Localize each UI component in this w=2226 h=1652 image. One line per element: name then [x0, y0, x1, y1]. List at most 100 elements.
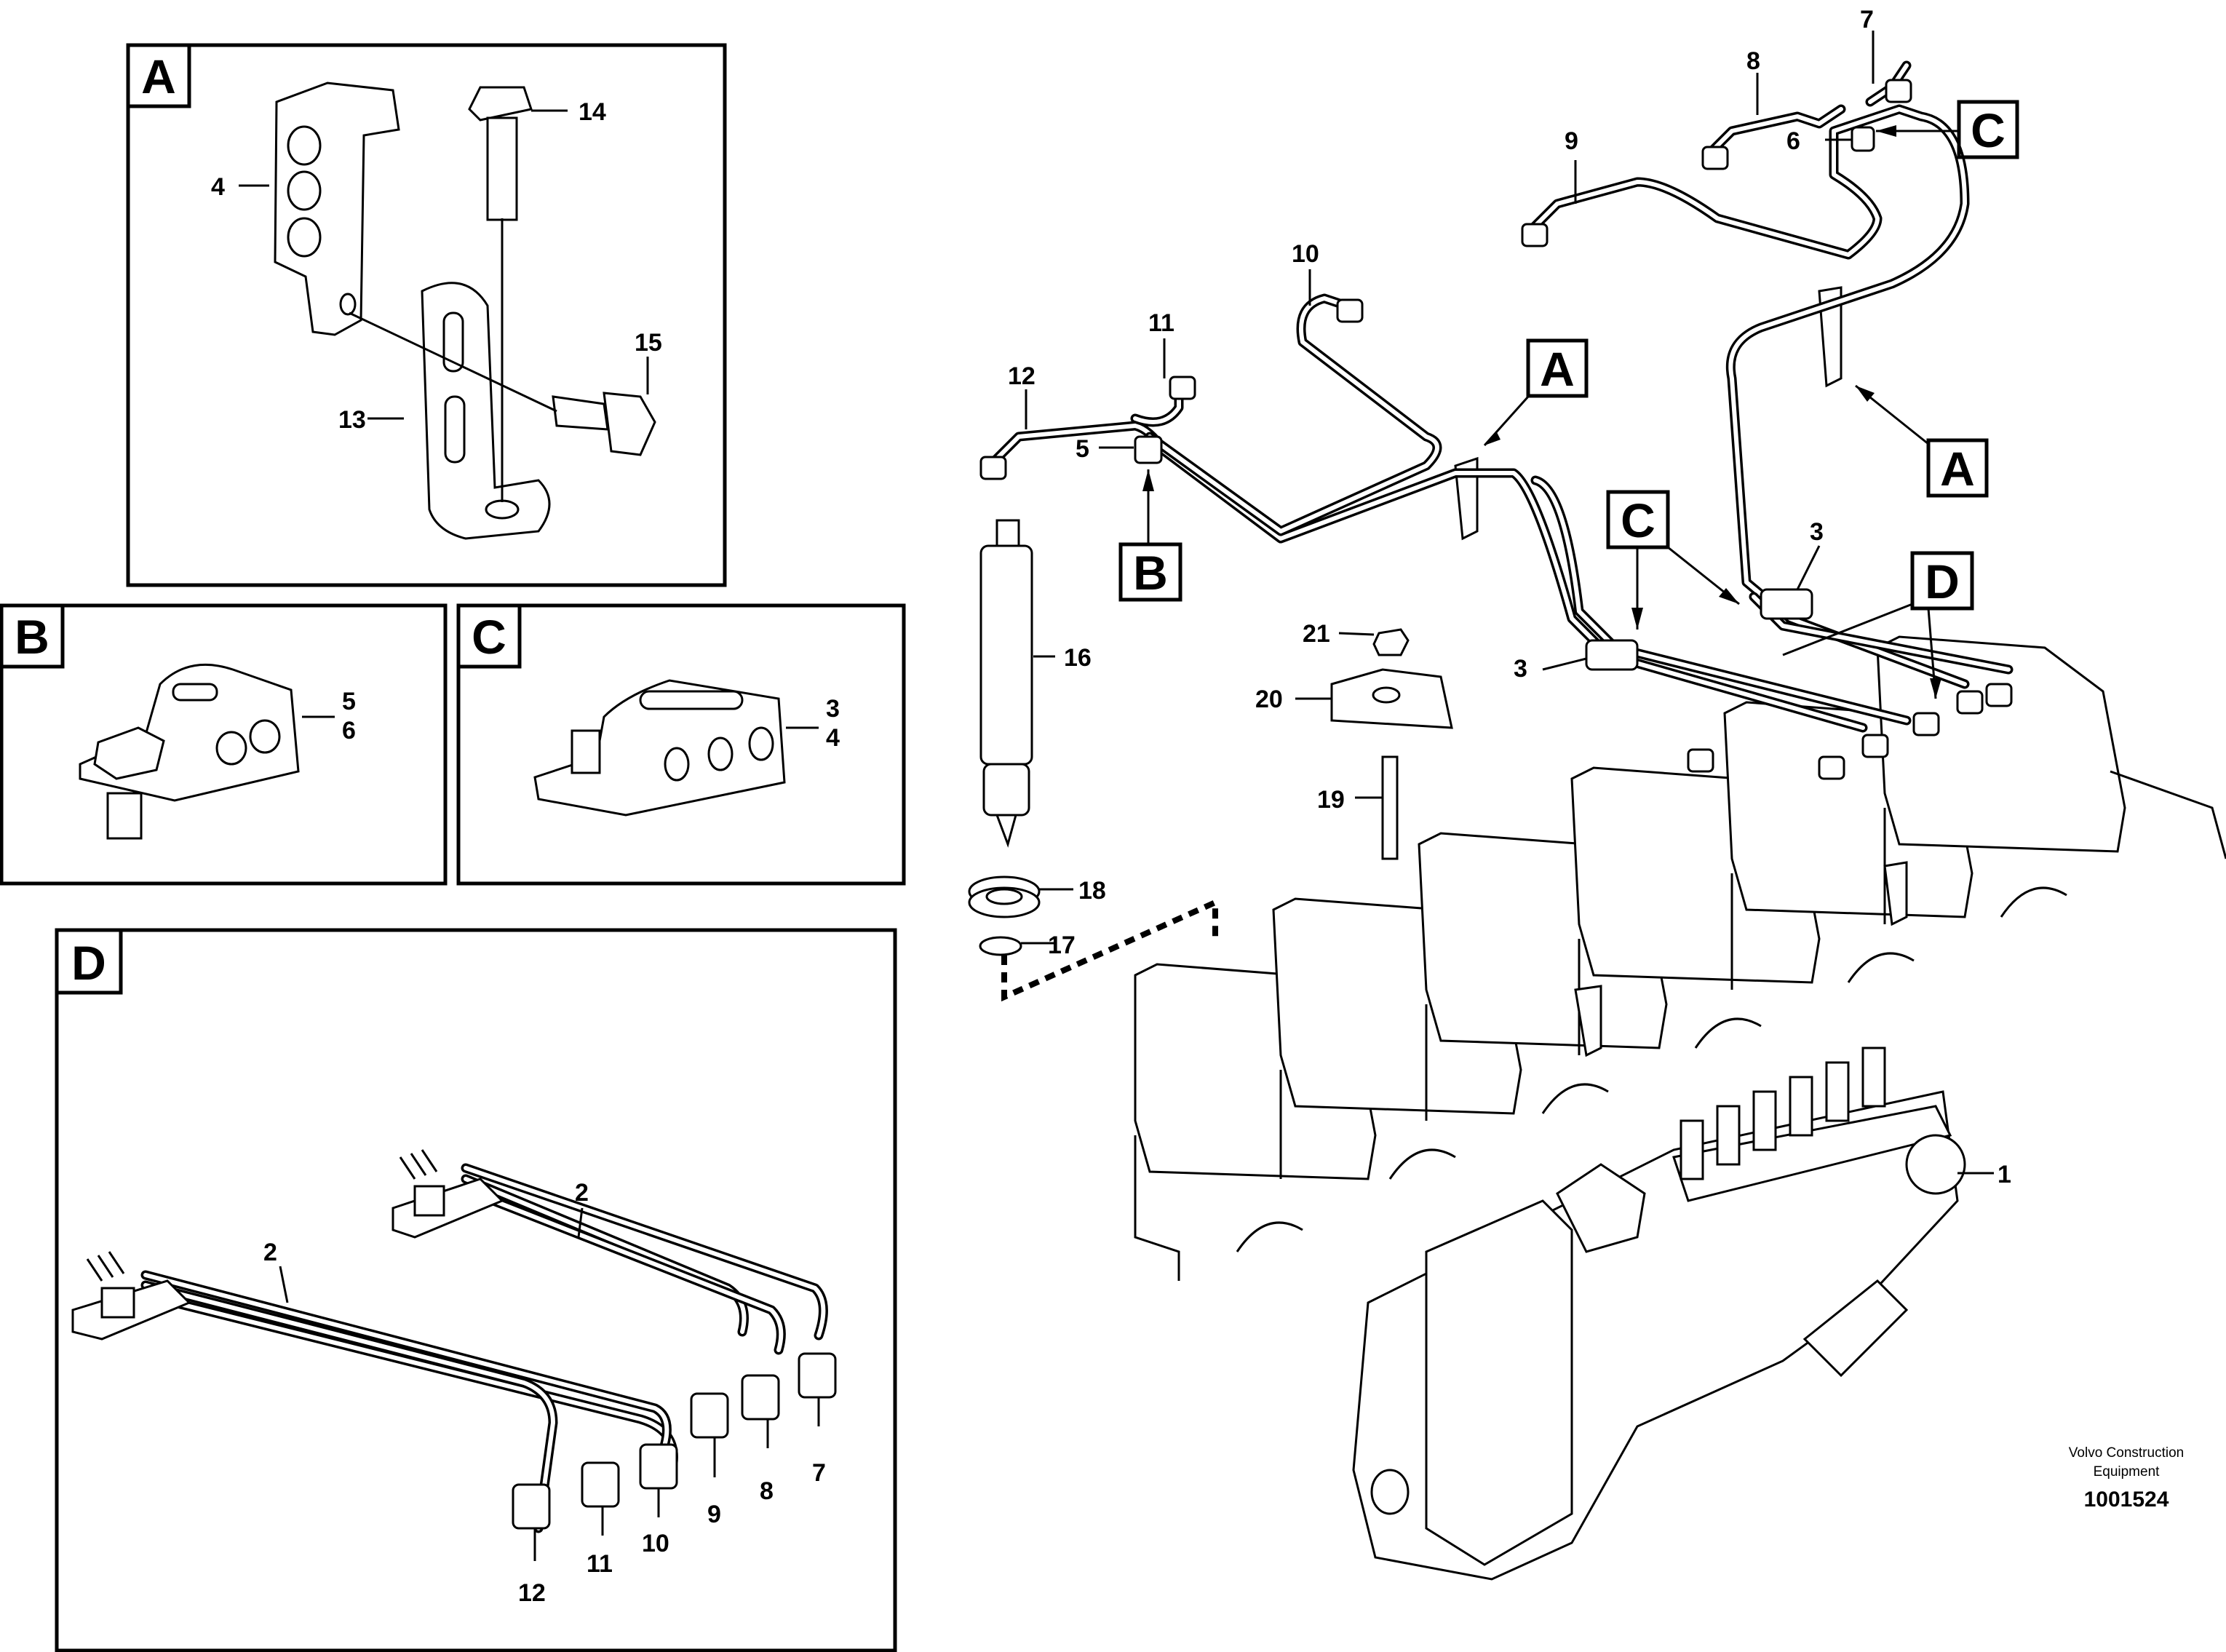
nuts-d: [512, 1352, 837, 1530]
ref-c-top-label: C: [1971, 103, 2006, 157]
callout-17: 17: [1048, 932, 1076, 959]
detail-d-label-box: [55, 928, 123, 995]
callout-7-main: 7: [1860, 6, 1874, 33]
injection-pipes-main: [985, 60, 2014, 733]
seal-part-18: [968, 875, 1041, 918]
pipe-support-brackets: [1454, 286, 1908, 1057]
nut-part-21: [1372, 628, 1410, 656]
callout-9-main: 9: [1565, 127, 1578, 155]
callout-14: 14: [579, 98, 606, 126]
callout-10-main: 10: [1292, 240, 1319, 268]
doc-number: 1001524: [2084, 1488, 2169, 1512]
detail-c-label-box: [456, 603, 522, 669]
injector-part-16: [979, 519, 1033, 848]
callout-15: 15: [635, 329, 662, 357]
ref-d-label: D: [1925, 555, 1960, 608]
callout-11-d: 11: [587, 1550, 613, 1578]
ref-a-left-label: A: [1540, 342, 1575, 396]
detail-view-d: D: [55, 928, 897, 1652]
ref-c-main-label: C: [1621, 493, 1655, 547]
callout-18: 18: [1078, 877, 1106, 905]
callout-6-main: 6: [1786, 127, 1800, 155]
callout-10-d: 10: [642, 1530, 669, 1557]
nut-11: [581, 1461, 620, 1508]
ref-box-c-main: C: [1606, 490, 1740, 630]
clamp-b: [79, 663, 300, 840]
callout-5: 5: [342, 688, 356, 715]
bracket-part-13: [421, 282, 551, 540]
callout-8-main: 8: [1746, 47, 1760, 75]
detail-view-a: A 4 13 14 15: [126, 43, 727, 587]
ref-box-a-left: A: [1483, 338, 1589, 447]
detail-b-frame: [0, 603, 448, 886]
ref-box-a-right: A: [1855, 384, 1989, 498]
clamp-part-20: [1330, 668, 1453, 729]
bolt-part-15: [349, 311, 656, 456]
injection-pump-part-1: [1352, 1047, 1966, 1581]
callout-5-main: 5: [1076, 435, 1089, 463]
nut-12: [512, 1483, 551, 1530]
detail-d-frame: [55, 928, 897, 1652]
detail-c-frame: [456, 603, 906, 886]
detail-d-label: D: [71, 936, 106, 990]
cylinder-head-covers: [1134, 635, 2226, 1281]
callout-7-d: 7: [812, 1459, 826, 1487]
callout-1: 1: [1998, 1161, 2011, 1188]
callout-12-main: 12: [1008, 362, 1036, 390]
nut-10: [639, 1443, 678, 1490]
bolt-part-14: [468, 86, 533, 502]
ref-box-c-top: C: [1876, 100, 2019, 159]
ref-box-b: B: [1118, 469, 1182, 602]
detail-c-label: C: [472, 610, 506, 664]
pump-delivery-valves: [1680, 1047, 1886, 1180]
callout-21: 21: [1303, 620, 1330, 648]
nut-7: [798, 1352, 837, 1399]
detail-view-b: B 5 6: [0, 603, 448, 886]
install-path-dashed: [1001, 897, 1218, 1002]
callout-9-d: 9: [707, 1501, 721, 1528]
main-pipe-nuts: [979, 79, 2013, 780]
detail-b-label-box: [0, 603, 65, 669]
callout-4b: 4: [826, 724, 840, 752]
callout-13: 13: [338, 406, 366, 434]
brand-line-1: Volvo Construction: [2069, 1445, 2184, 1461]
nut-8: [741, 1374, 780, 1421]
clamp-6: [1851, 126, 1875, 152]
callout-11-main: 11: [1148, 309, 1174, 337]
stud-part-19: [1381, 755, 1399, 860]
callout-3: 3: [826, 695, 840, 723]
clamp-d-right: [391, 1149, 504, 1239]
ref-box-d: D: [1782, 551, 1974, 699]
main-clamps: [1134, 126, 1875, 671]
callout-19: 19: [1317, 786, 1345, 814]
detail-b-label: B: [15, 610, 49, 664]
callout-20: 20: [1255, 686, 1283, 713]
main-assembly: 1: [968, 6, 2226, 1581]
clamp-3-lower: [1585, 639, 1639, 671]
detail-a-label: A: [141, 49, 176, 103]
callout-12-d: 12: [518, 1579, 546, 1607]
brand-line-2: Equipment: [2094, 1464, 2161, 1480]
clamp-5: [1134, 435, 1163, 464]
brand-block: Volvo Construction Equipment 1001524: [2069, 1445, 2184, 1512]
callout-6: 6: [342, 717, 356, 744]
detail-view-c: C 3 4: [456, 603, 906, 886]
oring-part-17: [979, 936, 1022, 956]
detail-a-frame: [126, 43, 727, 587]
callout-8-d: 8: [760, 1477, 774, 1505]
nut-9: [690, 1392, 729, 1439]
pipe-bundle-2-right: [461, 1163, 828, 1355]
ref-b-label: B: [1133, 546, 1168, 600]
callout-16: 16: [1064, 644, 1092, 672]
clamp-c: [533, 679, 786, 817]
callout-4: 4: [211, 173, 225, 201]
detail-a-label-box: [126, 43, 191, 108]
callout-3-main-upper: 3: [1810, 518, 1824, 546]
callout-2-right: 2: [575, 1179, 589, 1207]
clamp-3-upper: [1760, 588, 1813, 620]
clamp-d-left: [71, 1251, 191, 1341]
bracket-part-4: [274, 82, 400, 336]
callout-3-main-lower: 3: [1514, 655, 1527, 683]
ref-a-right-label: A: [1940, 442, 1975, 496]
